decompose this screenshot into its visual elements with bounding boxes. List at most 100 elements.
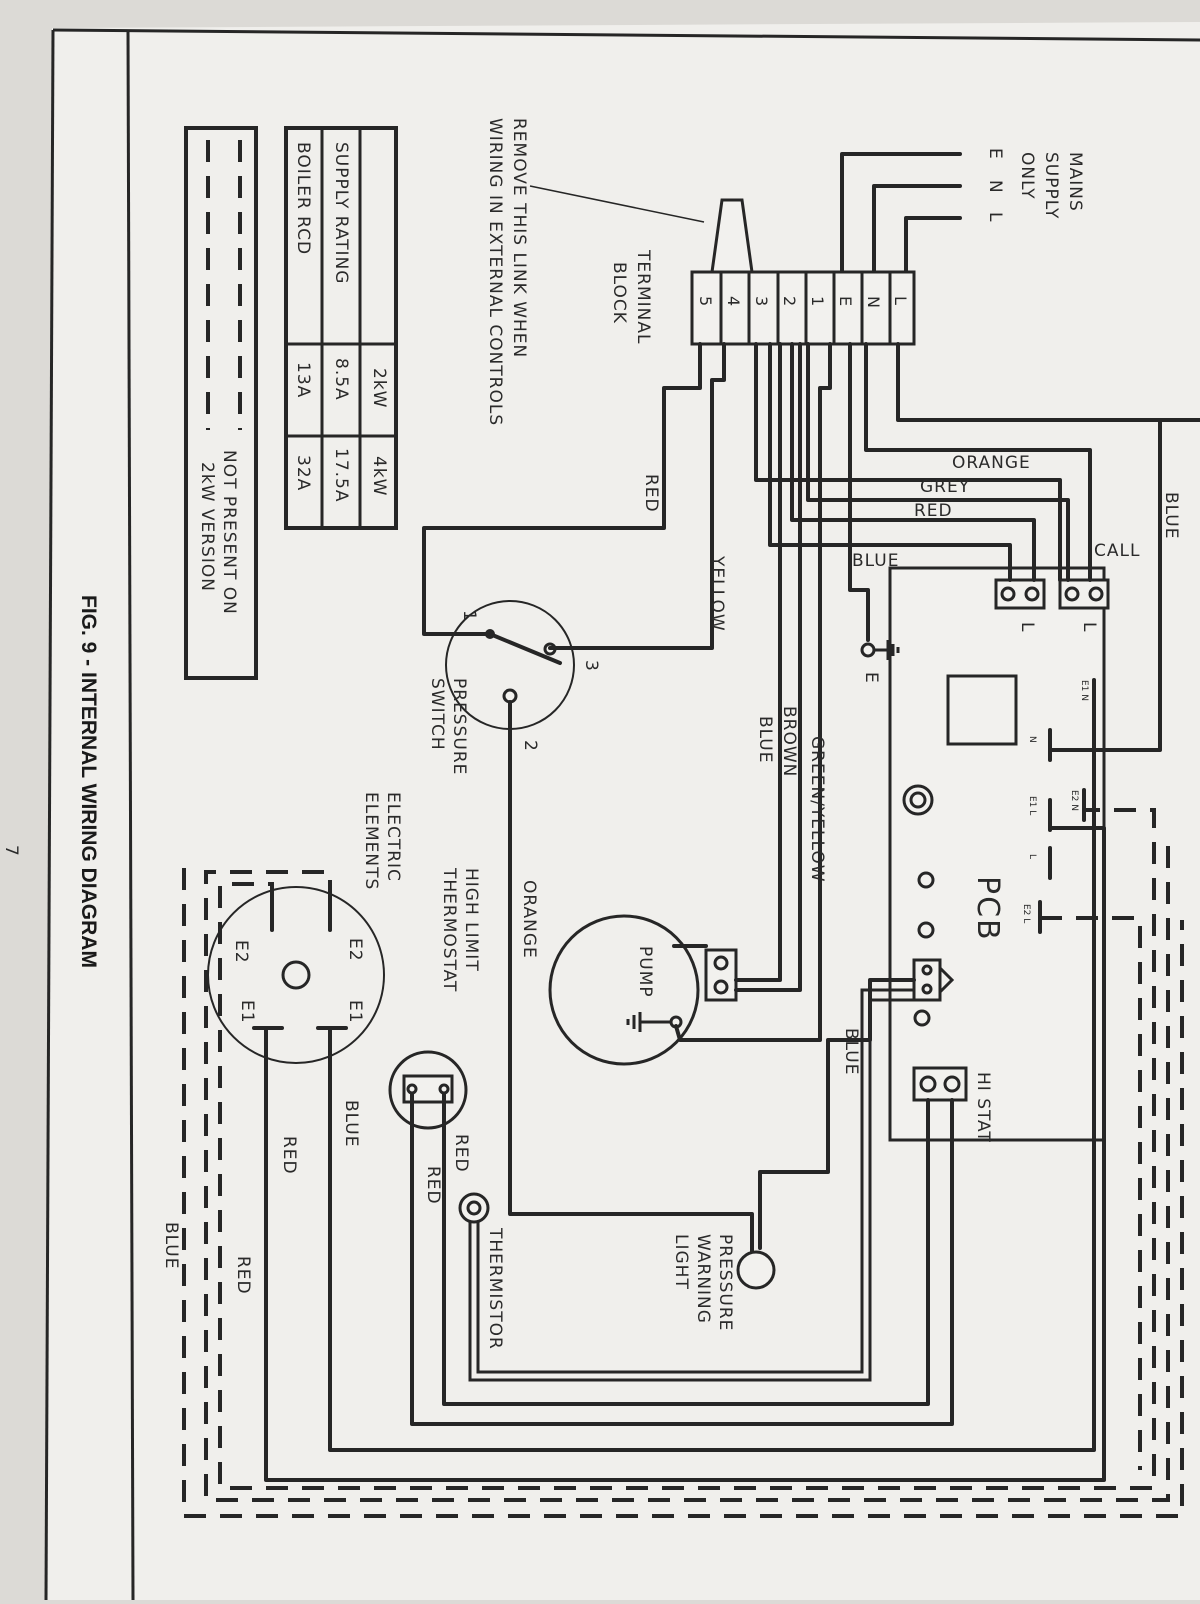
orange-warning-wire xyxy=(508,700,754,1260)
wire-label-red: RED xyxy=(641,474,661,513)
warning-light-label: PRESSURE xyxy=(715,1234,735,1331)
pump-earth-icon xyxy=(626,1012,683,1032)
warning-light-label: LIGHT xyxy=(671,1234,691,1290)
pcb-term-l: L xyxy=(1027,854,1037,859)
blue-pump-wire xyxy=(734,342,782,982)
wire-label-blue: BLUE xyxy=(755,716,775,763)
hi-stat-connector xyxy=(912,1066,968,1102)
red-hi-stat-wire xyxy=(442,1092,930,1406)
pressure-switch-t2: 2 xyxy=(520,740,540,752)
pressure-switch-t1: 1 xyxy=(459,610,479,622)
figure-title: FIG. 9 - INTERNAL WIRING DIAGRAM xyxy=(77,595,100,968)
pcb-term-e1l: E1 L xyxy=(1027,796,1037,815)
mains-label: ONLY xyxy=(1017,152,1037,200)
pcb-term-e1n: E1 N xyxy=(1079,680,1089,701)
dashed-4kw-wire xyxy=(204,842,1170,1502)
blue-warning-wire xyxy=(758,978,916,1250)
pressure-switch-label: PRESSURE xyxy=(449,678,469,775)
hi-stat-label: HI STAT xyxy=(973,1072,993,1143)
wire-label-blue: BLUE xyxy=(161,1222,181,1269)
pressure-switch-t3: 3 xyxy=(581,660,601,672)
terminal-n: N xyxy=(864,296,883,308)
high-limit-thermostat xyxy=(388,1050,468,1130)
pcb-chip xyxy=(946,674,1018,746)
wire-label-orange: ORANGE xyxy=(952,453,1031,473)
pcb-call-terminals xyxy=(994,578,1110,610)
removable-link xyxy=(710,198,754,274)
terminal-block-label: BLOCK xyxy=(609,262,629,324)
wire-label-red: RED xyxy=(914,501,953,521)
legend-box xyxy=(184,126,258,680)
high-limit-label: THERMOSTAT xyxy=(439,867,459,992)
rating-row-label: BOILER RCD xyxy=(293,142,313,255)
earth-symbol xyxy=(860,640,900,660)
thermistor-label: THERMISTOR xyxy=(485,1227,505,1350)
inner-border-line xyxy=(126,29,135,1601)
wire-label-red: RED xyxy=(451,1134,471,1173)
mains-l: L xyxy=(985,212,1005,222)
earth-wire xyxy=(848,342,870,642)
wire-label-red: RED xyxy=(279,1136,299,1175)
wire-label-call: CALL xyxy=(1094,541,1140,561)
rating-cell: 32A xyxy=(293,455,313,491)
rating-cell: 8.5A xyxy=(331,358,351,401)
mains-live-wire xyxy=(904,216,962,274)
dashed-4kw-wire xyxy=(218,808,1156,1490)
pump xyxy=(548,914,700,1066)
pcb-led xyxy=(913,1009,931,1027)
element-e1: E1 xyxy=(345,1000,365,1024)
elements-label: ELEMENTS xyxy=(361,792,381,890)
link-note-leader xyxy=(529,185,705,223)
blue-pcb-wire xyxy=(768,342,1012,582)
wire-label-grey: GREY xyxy=(920,477,970,497)
wire-label-brown: BROWN xyxy=(779,706,799,777)
terminal-block: L N E 1 2 3 4 5 xyxy=(690,270,916,346)
terminal-4: 4 xyxy=(724,296,743,306)
pcb-l-label: L xyxy=(1079,622,1099,632)
element-e2: E2 xyxy=(231,940,251,964)
green-yellow-pump-wire xyxy=(674,342,832,1042)
paper-sheet xyxy=(45,22,1200,1600)
pcb-l-label: L xyxy=(1017,622,1037,632)
legend-text: NOT PRESENT ON xyxy=(219,450,239,615)
wire-label-blue: BLUE xyxy=(341,1100,361,1147)
element-centre xyxy=(281,960,311,990)
rating-cell: 13A xyxy=(293,362,313,398)
element-e1: E1 xyxy=(237,1000,257,1024)
mains-n: N xyxy=(985,180,1005,194)
link-note: REMOVE THIS LINK WHEN xyxy=(509,118,529,358)
wire-label-blue: BLUE xyxy=(841,1028,861,1075)
terminal-block-label: TERMINAL xyxy=(633,249,653,344)
outer-border-line xyxy=(44,29,55,1601)
pump-label: PUMP xyxy=(635,946,655,998)
dashed-4kw-wire xyxy=(182,868,1184,1518)
terminal-2: 2 xyxy=(780,296,799,306)
mains-earth-wire xyxy=(840,152,962,274)
dashed-4kw-wire xyxy=(1040,916,1142,1470)
wire-label-blue: BLUE xyxy=(852,551,899,571)
wire-label-yellow: YELLOW xyxy=(707,555,727,632)
thermistor-wire xyxy=(476,988,914,1374)
element-e2: E2 xyxy=(345,938,365,962)
red-switch-wire xyxy=(422,342,702,636)
thermistor-wire xyxy=(468,998,914,1382)
pcb-board xyxy=(888,566,1106,1142)
link-note: WIRING IN EXTERNAL CONTROLS xyxy=(485,118,505,426)
pressure-warning-light xyxy=(736,1250,776,1290)
mains-label: SUPPLY xyxy=(1041,152,1061,219)
high-limit-label: HIGH LIMIT xyxy=(461,868,481,972)
red-hi-stat-wire xyxy=(410,1092,954,1426)
elements-label: ELECTRIC xyxy=(383,792,403,882)
wire-label-orange: ORANGE xyxy=(519,880,539,959)
wire-label-red: RED xyxy=(233,1256,253,1295)
pcb-led xyxy=(917,871,935,889)
legend-text: 2kW VERSION xyxy=(197,462,217,592)
blue-element-wire xyxy=(328,708,1096,1452)
mains-e: E xyxy=(985,148,1005,160)
yellow-switch-wire xyxy=(548,342,726,650)
pcb-label: PCB xyxy=(970,876,1005,942)
call-wire xyxy=(754,342,1062,582)
page-number: 7 xyxy=(1,845,21,857)
